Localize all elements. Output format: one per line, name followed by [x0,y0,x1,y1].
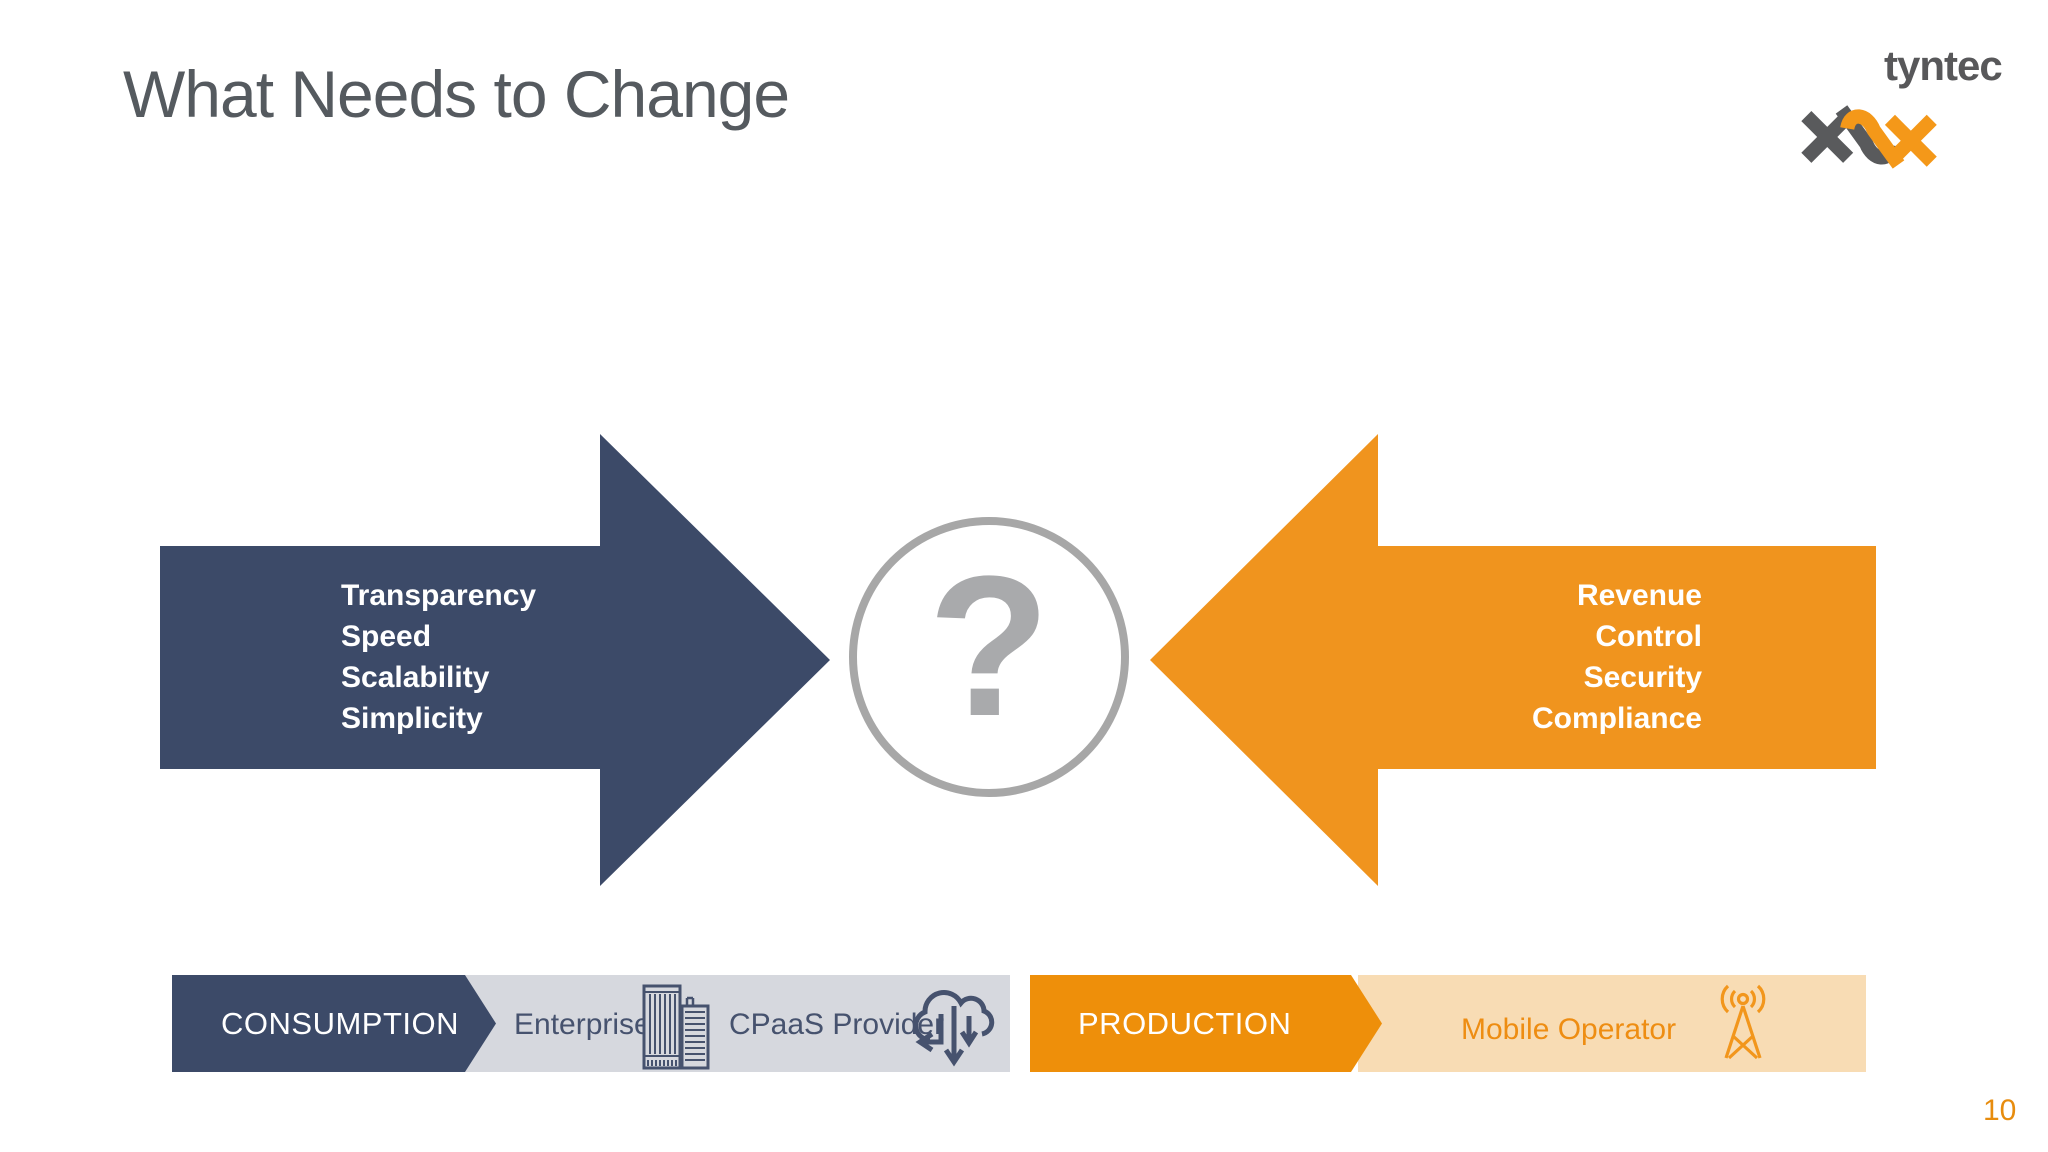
list-item: Control [1595,620,1702,653]
tyntec-logo-icon [1801,105,1937,169]
production-track [1358,975,1866,1072]
enterprise-label: Enterprise [514,1008,651,1041]
page-number: 10 [1983,1094,2017,1127]
production-arrow-shape [1150,434,1876,886]
list-item: Transparency [341,579,537,612]
list-item: Revenue [1576,579,1702,612]
mobile-operator-label: Mobile Operator [1461,1013,1677,1046]
question-circle: ? [849,517,1129,797]
cpaas-provider-label: CPaaS Provider [729,1008,945,1041]
consumption-arrow-shape [160,434,830,886]
list-item: Security [1583,661,1702,694]
page-title: What Needs to Change [123,57,790,131]
production-arrow-items: Revenue Control Security Compliance [1532,575,1702,739]
question-mark: ? [927,535,1051,758]
cloud-transfer-icon [913,989,995,1067]
production-label: PRODUCTION [1078,1006,1292,1041]
production-chevron-shape [1030,975,1382,1072]
radio-tower-icon [1720,984,1766,1060]
logo-wordmark: tyntec [1884,42,2003,89]
list-item: Compliance [1531,702,1702,735]
office-building-icon [642,984,710,1070]
list-item: Scalability [341,661,490,694]
consumption-label: CONSUMPTION [221,1006,459,1041]
consumption-arrow-items: Transparency Speed Scalability Simplicit… [341,575,536,739]
consumption-chevron-shape [172,975,496,1072]
list-item: Speed [341,620,432,653]
list-item: Simplicity [341,702,483,735]
